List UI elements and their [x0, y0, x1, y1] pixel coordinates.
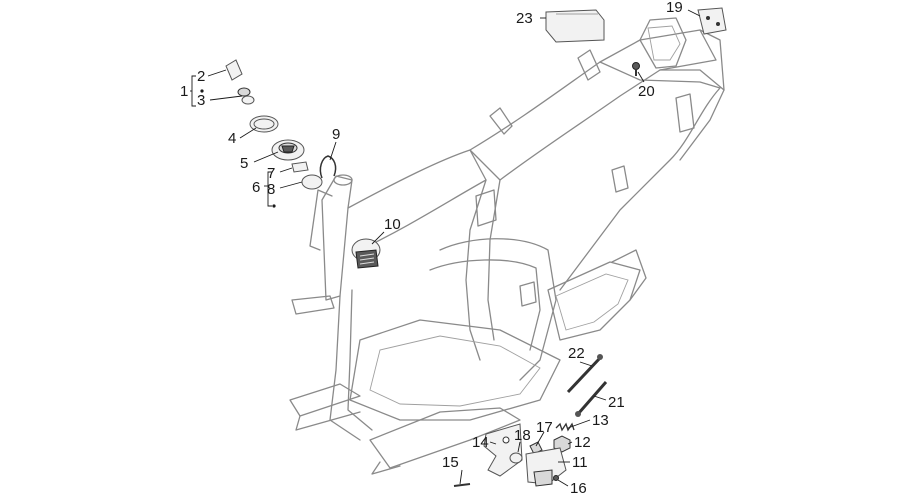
callout-14: 14 — [472, 434, 489, 451]
cap-part-8 — [301, 174, 323, 190]
callout-10: 10 — [384, 216, 401, 233]
callout-1: 1 — [180, 83, 188, 100]
callout-17: 17 — [536, 419, 553, 436]
callout-19: 19 — [666, 0, 683, 16]
leader-lines — [190, 9, 701, 487]
rear-bracket-part — [697, 7, 727, 35]
bracket-part-14 — [483, 423, 523, 477]
lock-part-5 — [271, 139, 305, 161]
rear-cover-part — [545, 9, 605, 43]
pin-part-2 — [225, 59, 243, 81]
screw-part-16 — [553, 475, 559, 481]
callout-16: 16 — [570, 480, 587, 494]
callout-4: 4 — [228, 130, 236, 147]
callout-18: 18 — [514, 427, 531, 444]
ring-part-4 — [249, 115, 279, 133]
parts — [225, 7, 727, 487]
lock-assembly-part-10 — [351, 238, 381, 269]
callout-labels: 1 2 3 4 5 6 7 8 9 10 11 12 13 14 15 16 1… — [180, 0, 683, 494]
bolt-part-20 — [632, 62, 640, 76]
ring-part-3 — [237, 87, 255, 105]
callout-7: 7 — [267, 165, 275, 182]
spring-part-13 — [555, 422, 575, 432]
clip-part-9 — [319, 155, 337, 179]
callout-8: 8 — [267, 181, 275, 198]
bushing-part-18 — [509, 452, 523, 464]
callout-9: 9 — [332, 126, 340, 143]
callout-22: 22 — [568, 345, 585, 362]
actuator-part-11 — [525, 447, 567, 487]
callout-12: 12 — [574, 434, 591, 451]
callout-2: 2 — [197, 68, 205, 85]
callout-6: 6 — [252, 179, 260, 196]
callout-21: 21 — [608, 394, 625, 411]
callout-23: 23 — [516, 10, 533, 27]
callout-5: 5 — [240, 155, 248, 172]
rod-part-21 — [575, 381, 608, 417]
callout-13: 13 — [592, 412, 609, 429]
callout-11: 11 — [572, 454, 588, 471]
rod-part-22 — [566, 354, 603, 394]
spring-part-7 — [291, 161, 309, 173]
screw-part-17 — [529, 441, 543, 455]
callout-15: 15 — [442, 454, 459, 471]
callout-20: 20 — [638, 83, 655, 100]
callout-3: 3 — [197, 92, 205, 109]
pin-part-15 — [453, 483, 471, 487]
